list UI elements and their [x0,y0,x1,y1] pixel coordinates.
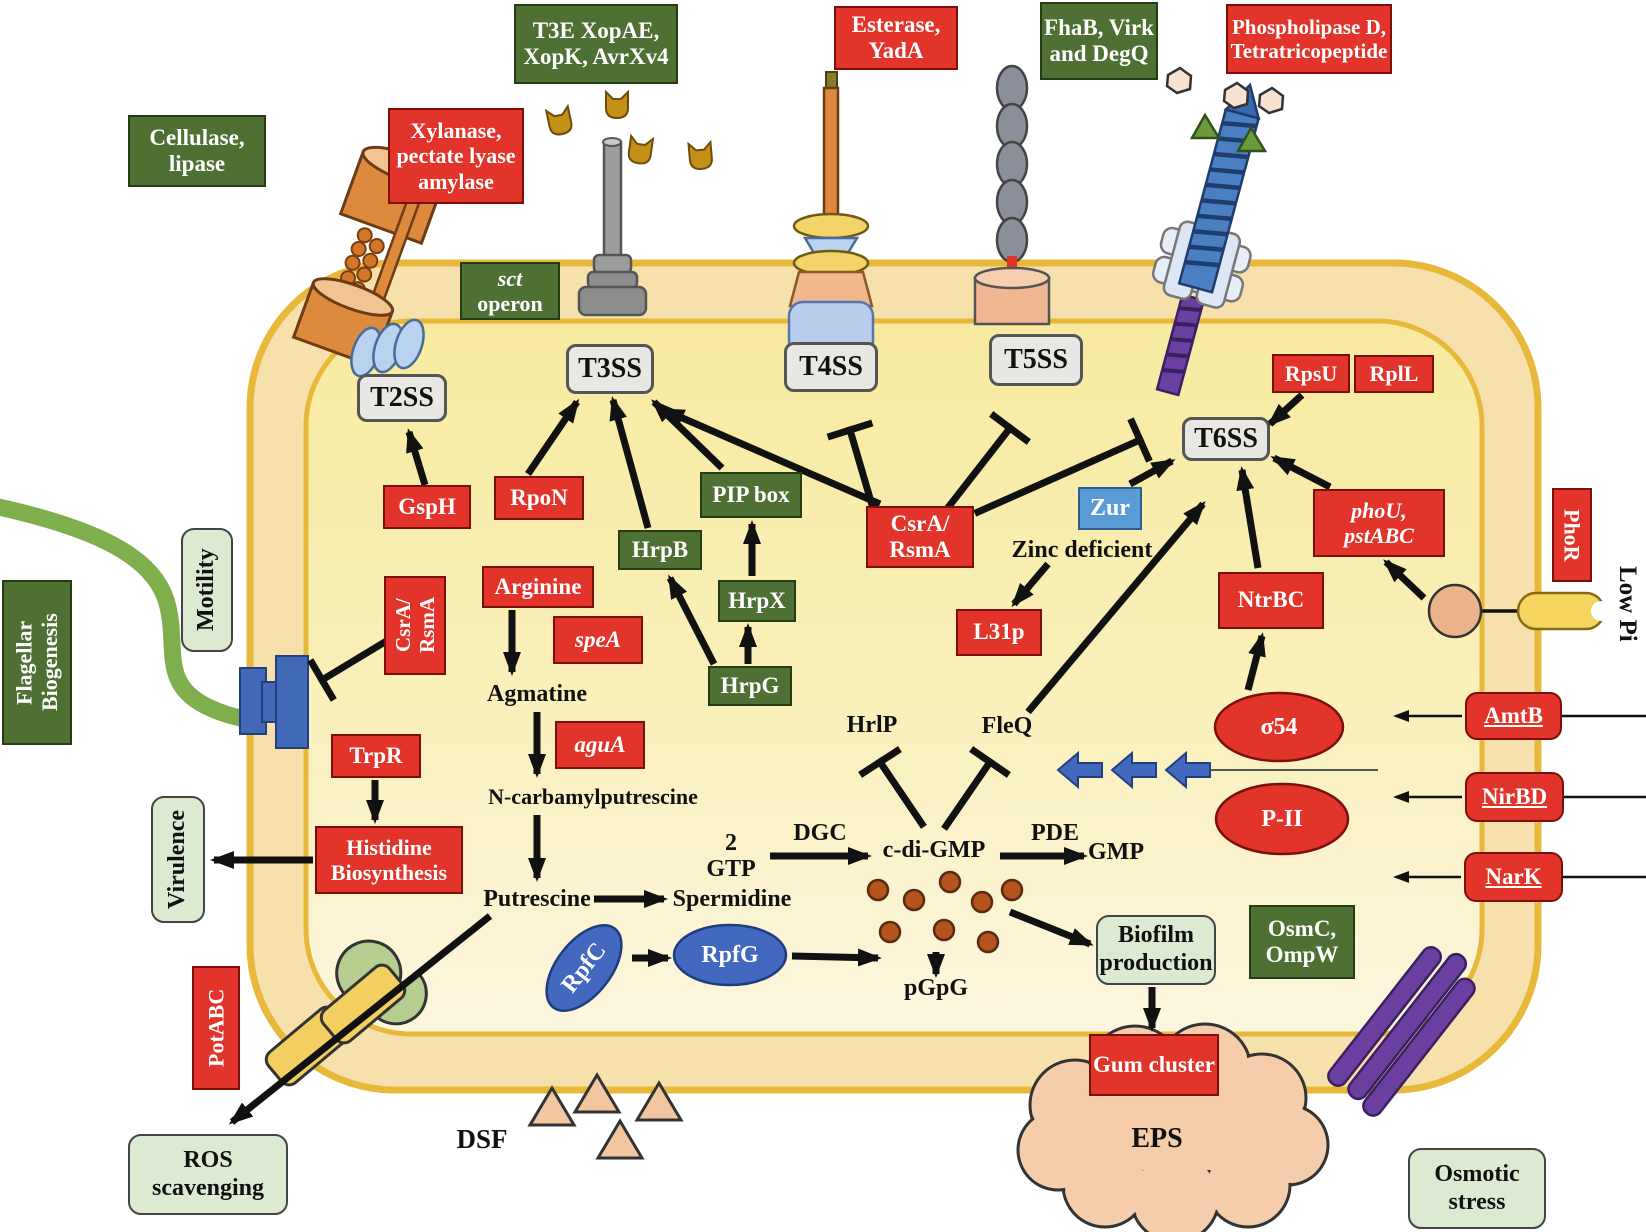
osmotic-sensor-rods-icon [1327,946,1476,1117]
flagellum-icon [0,498,265,731]
dsf-triangles-icon [527,1072,684,1160]
pip-box: PIP box [700,472,802,518]
ros-scavenging-box: ROS scavenging [128,1134,288,1215]
gene-operon-arrows-icon [1056,750,1378,790]
xylanase-box: Xylanase, pectate lyase amylase [388,108,524,204]
sct-operon-box: sct operon [460,262,560,320]
phosphate-receptor-icon [1427,583,1611,639]
fleq-label: FleQ [981,712,1033,739]
cellulase-lipase-box: Cellulase, lipase [128,115,266,187]
fhab-virk-degq-box: FhaB, Virk and DegQ [1040,2,1158,80]
virulence-box: Virulence [151,796,205,923]
trpr-box: TrpR [331,734,421,778]
t4ss-machine-icon [787,71,875,358]
low-pi-label: Low Pi [1613,566,1641,642]
secreted-particles-icon [1165,66,1285,153]
l31p-box: L31p [956,609,1042,656]
t3ss-label: T3SS [566,344,654,394]
zinc-deficient-label: Zinc deficient [1011,536,1153,563]
t2ss-label: T2SS [357,374,447,422]
gum-cluster-box: Gum cluster [1089,1034,1219,1096]
hrlp-label: HrlP [846,711,898,738]
activation-arrows [210,392,1427,1125]
putrescine-label: Putrescine [483,885,591,912]
rpsu-box: RpsU [1272,354,1350,393]
phor-box: PhoR [1552,488,1592,582]
arginine-box: Arginine [482,566,594,608]
rpfg-protein-icon [672,923,788,987]
dgc-label: DGC [793,819,847,846]
motility-box: Motility [181,528,233,652]
pii-protein-icon [1214,782,1350,856]
pde-label: PDE [1031,819,1079,846]
esterase-yada-box: Esterase, YadA [834,6,958,70]
spea-box: speA [553,616,643,664]
hrpb-box: HrpB [618,530,702,570]
sigma54-label: σ54 [1260,713,1298,740]
rpfc-protein-icon [545,923,623,1013]
nark-box: NarK [1464,852,1563,902]
phou-pstabc-box: phoU, pstABC [1313,489,1445,557]
potabc-transporter-icon [264,939,428,1087]
n-carbamylputrescine-label: N-carbamylputrescine [488,783,698,809]
t3e-effectors-box: T3E XopAE, XopK, AvrXv4 [514,4,678,84]
agmatine-label: Agmatine [487,680,587,707]
gmp-label: GMP [1088,838,1144,865]
flagellar-biogenesis-box: Flagellar Biogenesis [2,580,72,745]
rpfg-label: RpfG [701,941,759,968]
nirbd-box: NirBD [1465,772,1564,822]
t5ss-label: T5SS [989,334,1083,386]
biofilm-production-box: Biofilm production [1096,915,1216,985]
two-gtp-label: 2 GTP [706,829,756,882]
t5ss-machine-icon [973,64,1051,326]
t6ss-label: T6SS [1182,417,1270,461]
rpon-box: RpoN [494,476,584,520]
pgpg-label: pGpG [903,974,969,1001]
agua-box: aguA [555,721,645,769]
inhibition-arrows [307,411,1153,831]
pii-label: P-II [1261,805,1303,832]
cell-envelope [246,259,1542,1094]
osmc-ompw-box: OsmC, OmpW [1249,905,1355,979]
t3e-effector-particles-icon [544,89,713,170]
c-di-gmp-label: c-di-GMP [882,836,986,863]
osmotic-stress-box: Osmotic stress [1408,1148,1546,1229]
hrpg-box: HrpG [708,666,792,706]
csra-rsma-center-box: CsrA/ RsmA [866,506,974,568]
dsf-label: DSF [456,1124,508,1155]
csra-rsma-left-box: CsrA/ RsmA [384,576,446,675]
eps-label: EPS [1131,1122,1183,1154]
phospholipase-box: Phospholipase D, Tetratricopeptide [1226,4,1392,74]
flagellar-motor-icon [239,655,309,749]
ntrbc-box: NtrBC [1218,572,1324,629]
gsph-box: GspH [383,485,471,529]
potabc-box: PotABC [192,966,240,1090]
t3ss-needle-icon [577,137,648,317]
histidine-biosynthesis-box: Histidine Biosynthesis [315,826,463,894]
t4ss-label: T4SS [784,342,878,392]
t2ss-secretin-icon [350,318,425,378]
zur-box: Zur [1078,487,1142,530]
spermidine-label: Spermidine [672,885,792,912]
sigma54-protein-icon [1213,691,1345,763]
hrpx-box: HrpX [718,580,796,622]
c-di-gmp-dots-icon [866,870,1024,954]
amtb-box: AmtB [1465,692,1562,740]
rpll-box: RplL [1354,355,1434,393]
transporter-arrows [1393,710,1646,883]
